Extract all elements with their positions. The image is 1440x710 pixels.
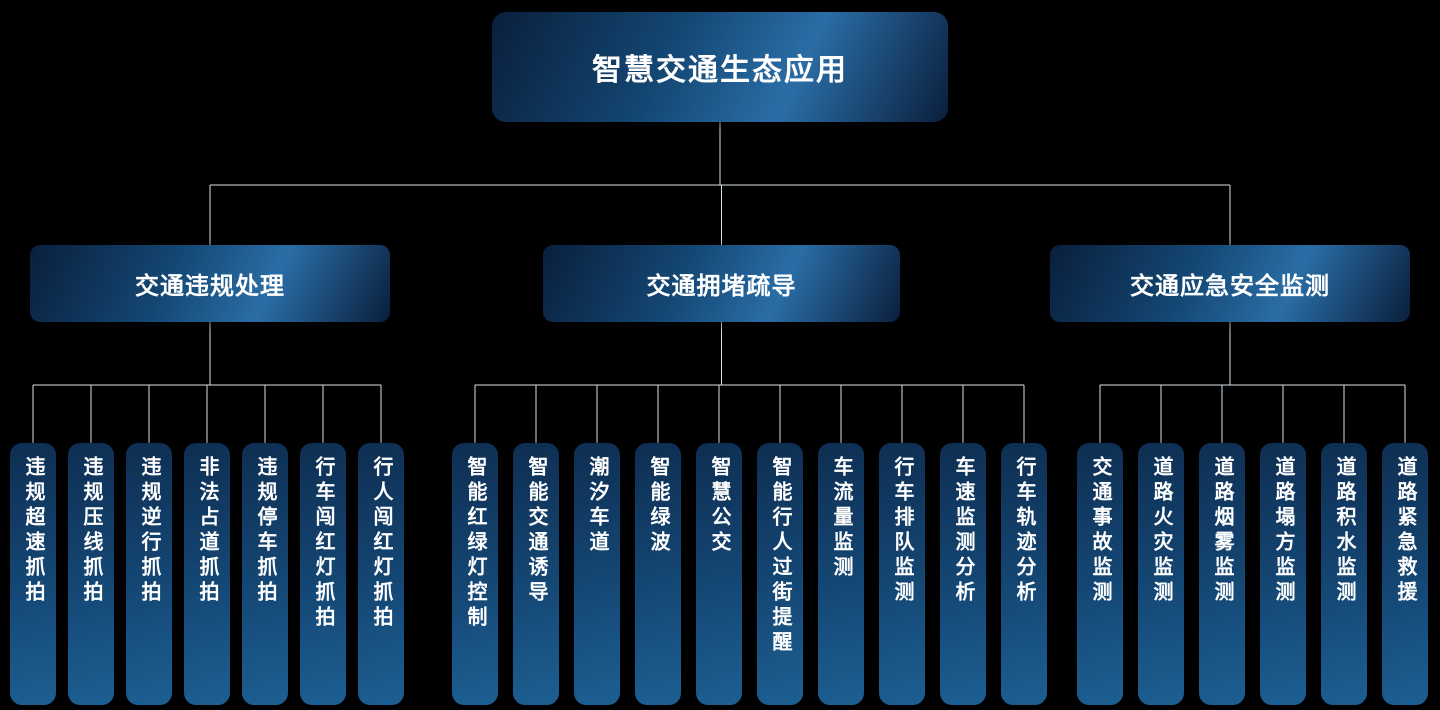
leaf-label: 违规逆行抓拍 <box>138 456 160 606</box>
leaf-label: 道路积水监测 <box>1333 456 1355 606</box>
leaf-group-congestion-guidance: 智能红绿灯控制 智能交通诱导 潮汐车道 智能绿波 智慧公交 智能行人过街提醒 车… <box>452 443 1047 705</box>
leaf-label: 违规压线抓拍 <box>80 456 102 606</box>
leaf-label: 行车闯红灯抓拍 <box>312 456 334 631</box>
group-node-traffic-violation: 交通违规处理 <box>30 245 390 322</box>
leaf-node: 潮汐车道 <box>574 443 620 705</box>
leaf-node: 智能交通诱导 <box>513 443 559 705</box>
leaf-node: 行车闯红灯抓拍 <box>300 443 346 705</box>
leaf-node: 非法占道抓拍 <box>184 443 230 705</box>
leaf-node: 车流量监测 <box>818 443 864 705</box>
leaf-label: 车速监测分析 <box>952 456 974 606</box>
leaf-label: 行车轨迹分析 <box>1013 456 1035 606</box>
group-label: 交通拥堵疏导 <box>646 273 797 300</box>
leaf-node: 道路紧急救援 <box>1382 443 1428 705</box>
leaf-label: 道路火灾监测 <box>1150 456 1172 606</box>
leaf-group-emergency-safety: 交通事故监测 道路火灾监测 道路烟雾监测 道路塌方监测 道路积水监测 道路紧急救… <box>1077 443 1428 705</box>
leaf-node: 智能行人过街提醒 <box>757 443 803 705</box>
leaf-label: 智能交通诱导 <box>525 456 547 606</box>
group-node-emergency-safety: 交通应急安全监测 <box>1050 245 1410 322</box>
leaf-label: 交通事故监测 <box>1089 456 1111 606</box>
leaf-label: 道路紧急救援 <box>1394 456 1416 606</box>
leaf-node: 违规逆行抓拍 <box>126 443 172 705</box>
leaf-node: 违规停车抓拍 <box>242 443 288 705</box>
leaf-node: 智能绿波 <box>635 443 681 705</box>
leaf-node: 交通事故监测 <box>1077 443 1123 705</box>
leaf-label: 行人闯红灯抓拍 <box>370 456 392 631</box>
leaf-label: 道路烟雾监测 <box>1211 456 1233 606</box>
leaf-label: 车流量监测 <box>830 456 852 581</box>
group-node-congestion-guidance: 交通拥堵疏导 <box>543 245 900 322</box>
root-label: 智慧交通生态应用 <box>592 54 848 87</box>
leaf-label: 智能行人过街提醒 <box>769 456 791 656</box>
leaf-label: 潮汐车道 <box>586 456 608 556</box>
leaf-node: 智慧公交 <box>696 443 742 705</box>
leaf-node: 道路烟雾监测 <box>1199 443 1245 705</box>
leaf-label: 非法占道抓拍 <box>196 456 218 606</box>
leaf-node: 道路积水监测 <box>1321 443 1367 705</box>
leaf-label: 道路塌方监测 <box>1272 456 1294 606</box>
leaf-label: 智能绿波 <box>647 456 669 556</box>
leaf-node: 行人闯红灯抓拍 <box>358 443 404 705</box>
group-label: 交通违规处理 <box>135 273 285 300</box>
leaf-node: 车速监测分析 <box>940 443 986 705</box>
leaf-label: 违规超速抓拍 <box>22 456 44 606</box>
leaf-node: 道路塌方监测 <box>1260 443 1306 705</box>
leaf-node: 道路火灾监测 <box>1138 443 1184 705</box>
leaf-node: 智能红绿灯控制 <box>452 443 498 705</box>
leaf-node: 行车排队监测 <box>879 443 925 705</box>
leaf-node: 违规超速抓拍 <box>10 443 56 705</box>
leaf-label: 违规停车抓拍 <box>254 456 276 606</box>
root-node: 智慧交通生态应用 <box>492 12 948 122</box>
leaf-label: 智能红绿灯控制 <box>464 456 486 631</box>
leaf-group-traffic-violation: 违规超速抓拍 违规压线抓拍 违规逆行抓拍 非法占道抓拍 违规停车抓拍 行车闯红灯… <box>10 443 404 705</box>
leaf-node: 违规压线抓拍 <box>68 443 114 705</box>
leaf-node: 行车轨迹分析 <box>1001 443 1047 705</box>
group-label: 交通应急安全监测 <box>1130 273 1330 300</box>
leaf-label: 行车排队监测 <box>891 456 913 606</box>
leaf-label: 智慧公交 <box>708 456 730 556</box>
